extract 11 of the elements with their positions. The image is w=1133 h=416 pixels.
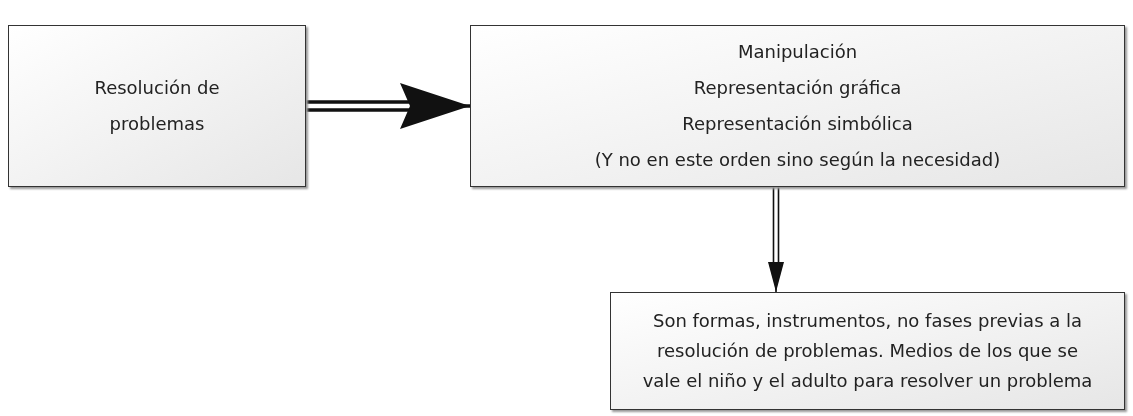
box-text: Manipulación [737,40,858,64]
double-arrow [304,83,472,129]
double-arrow [768,186,784,293]
box-text: Representación simbólica [682,112,913,136]
box-text: Resolución de problemas [93,76,221,136]
text-box [610,292,1125,410]
box-text: Representación gráfica [693,76,902,100]
box-text: Son formas, instrumentos, no fases previas a la resolución de problemas. Medios de los que se vale el niño y el adulto para resolver un problema [641,309,1094,393]
text-box [8,25,306,187]
text-box [470,25,1125,187]
box-text: (Y no en este orden sino según la necesidad) [594,148,1001,172]
